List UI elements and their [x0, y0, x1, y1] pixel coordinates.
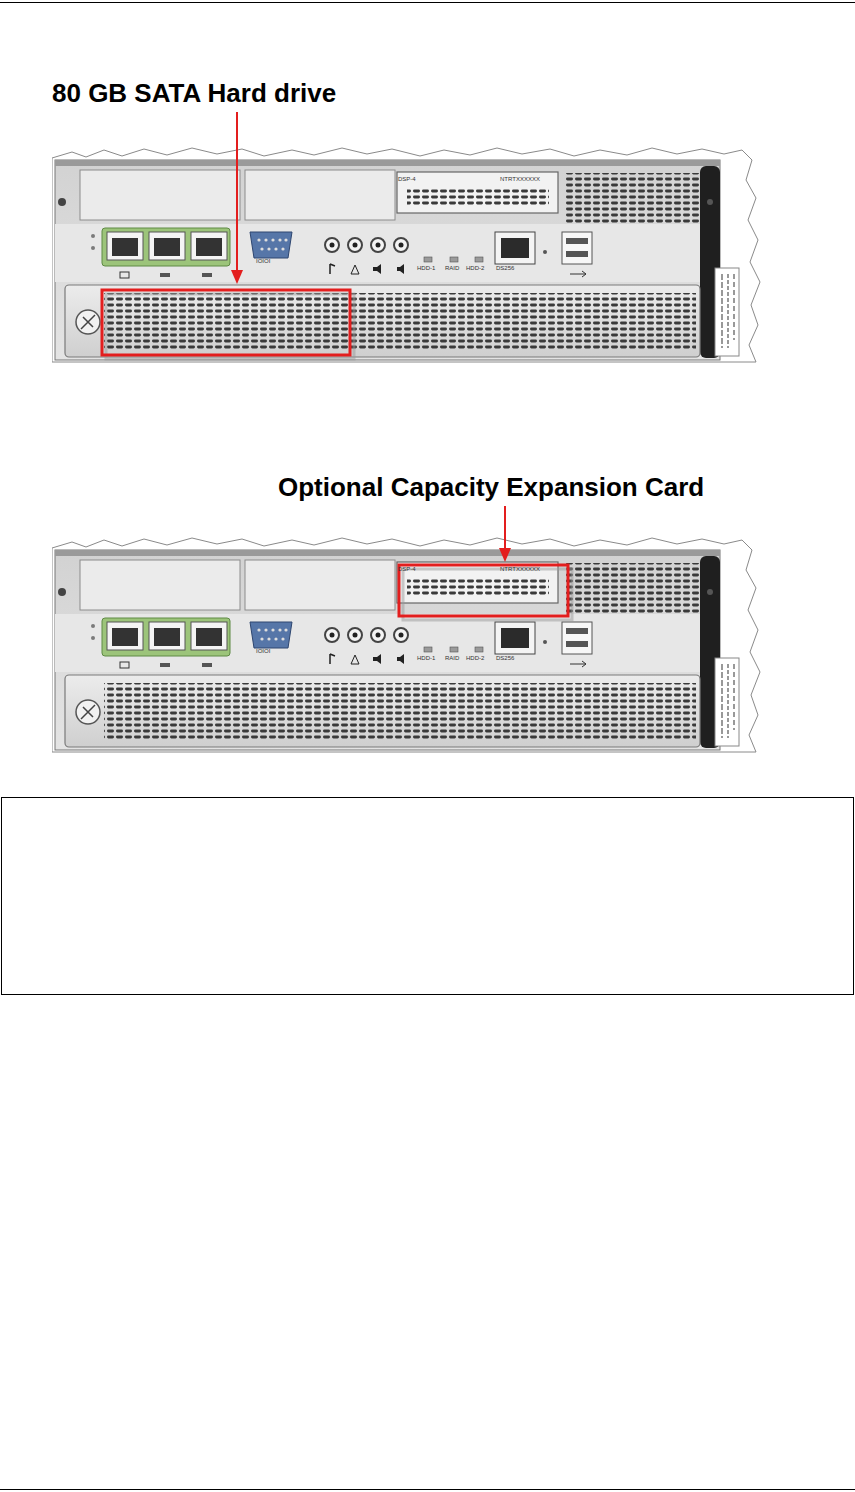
- panel-marking: HDD-1: [417, 265, 435, 271]
- panel-marking: HDD-2: [466, 265, 484, 271]
- header-rule: [0, 2, 855, 3]
- panel-marking: NTRTXXXXXX: [500, 566, 540, 572]
- panel-marking: RAID: [445, 655, 459, 661]
- panel-marking: HDD-1: [417, 655, 435, 661]
- highlight-box: [102, 290, 350, 355]
- panel-marking: HDD-2: [466, 655, 484, 661]
- arrow-head: [499, 548, 511, 562]
- panel-marking: DS256: [496, 655, 514, 661]
- callout-title: 80 GB SATA Hard drive: [52, 80, 336, 106]
- leader-line: [504, 506, 506, 550]
- device-front-panel: [52, 140, 762, 365]
- panel-marking: IOIOI: [256, 648, 270, 654]
- callout-title: Optional Capacity Expansion Card: [278, 474, 704, 500]
- panel-marking: DS256: [496, 265, 514, 271]
- highlight-box: [399, 565, 568, 616]
- empty-note-box: [2, 798, 854, 995]
- panel-marking: DSP-4: [398, 176, 416, 182]
- panel-marking: NTRTXXXXXX: [500, 176, 540, 182]
- leader-line: [236, 112, 238, 272]
- panel-marking: IOIOI: [256, 258, 270, 264]
- panel-marking: RAID: [445, 265, 459, 271]
- arrow-head: [231, 270, 243, 284]
- panel-marking: DSP-4: [398, 566, 416, 572]
- footer-rule: [0, 1489, 855, 1490]
